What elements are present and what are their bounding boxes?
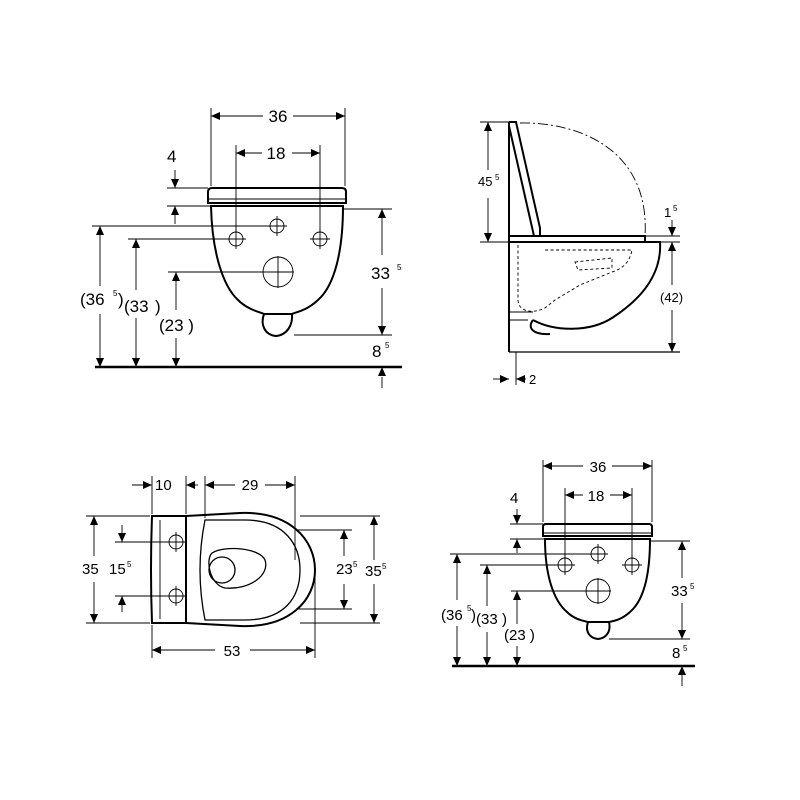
front-view-bottom: 36 18 4 33 5 8 5 (36 5 ) xyxy=(441,459,695,686)
seat-outline xyxy=(542,523,653,537)
height-outlet-label: (23 ) xyxy=(504,627,535,644)
svg-text:): ) xyxy=(471,607,476,624)
svg-text:): ) xyxy=(155,297,161,316)
seat-offset-label: 4 xyxy=(167,147,176,166)
dim-35r-label: 35 xyxy=(365,563,382,580)
height-bolts-label: (33 xyxy=(476,611,498,628)
fixing-hole-bottom-icon xyxy=(165,585,187,607)
dim-35-label: 35 xyxy=(82,561,99,578)
svg-text:5: 5 xyxy=(385,341,390,350)
hole-spacing-label: 18 xyxy=(588,488,605,505)
bowl-height-label: 33 xyxy=(671,583,688,600)
bowl-side xyxy=(512,241,662,330)
outlet-hole-icon xyxy=(585,578,611,604)
outlet-hole-icon xyxy=(262,256,294,288)
svg-text:5: 5 xyxy=(673,204,678,213)
width-label: 36 xyxy=(269,107,288,126)
dim-29-label: 29 xyxy=(242,477,259,494)
dim-15-label: 15 xyxy=(109,561,126,578)
side-view: 45 5 1 5 (42) 2 xyxy=(478,121,683,387)
drain-icon xyxy=(208,556,236,584)
floor-gap-label: 8 xyxy=(672,645,680,662)
top-view: 10 29 35 15 5 23 5 xyxy=(82,476,387,660)
svg-text:): ) xyxy=(118,290,124,309)
seat-hinge-block xyxy=(150,515,187,624)
svg-text:5: 5 xyxy=(113,289,118,298)
height-bolts-label: (33 xyxy=(124,297,149,316)
wall-gap-label: 2 xyxy=(529,372,536,387)
svg-text:5: 5 xyxy=(683,644,688,653)
seat-outline xyxy=(207,187,347,204)
svg-text:5: 5 xyxy=(690,582,695,591)
seat-thickness-label: 1 xyxy=(664,205,671,220)
fixing-hole-top-icon xyxy=(165,531,187,553)
height-outlet-label: (23 ) xyxy=(159,316,194,335)
length-label: 53 xyxy=(224,643,241,660)
dim-23-label: 23 xyxy=(336,561,353,578)
svg-text:5: 5 xyxy=(127,560,132,569)
bowl-inner-top xyxy=(199,519,301,621)
svg-text:5: 5 xyxy=(495,173,500,182)
front-view-top: 36 18 4 33 5 8 5 (36 5 ) xyxy=(80,107,402,388)
svg-text:5: 5 xyxy=(353,560,358,569)
height-total-label: (36 xyxy=(441,607,463,624)
outlet-outline xyxy=(261,313,294,338)
dim-10-label: 10 xyxy=(155,477,172,494)
lid-raised-outline xyxy=(508,121,541,237)
hole-spacing-label: 18 xyxy=(267,144,286,163)
bowl-height-label: 33 xyxy=(371,264,390,283)
floor-gap-label: 8 xyxy=(372,342,381,361)
lid-swing-arc xyxy=(519,122,646,237)
top-hole-icon xyxy=(587,543,609,565)
svg-text:): ) xyxy=(502,611,507,628)
bowl-outline-top xyxy=(185,511,317,628)
hidden-channel xyxy=(517,245,633,312)
svg-text:5: 5 xyxy=(382,562,387,571)
seat-offset-label: 4 xyxy=(510,490,518,507)
width-label: 36 xyxy=(590,459,607,476)
svg-text:5: 5 xyxy=(397,263,402,272)
depth-label: (42) xyxy=(660,290,683,305)
outlet-outline xyxy=(586,621,611,641)
lid-height-label: 45 xyxy=(478,174,492,189)
svg-text:5: 5 xyxy=(467,604,472,613)
height-total-label: (36 xyxy=(80,290,105,309)
bowl-outline xyxy=(543,538,652,623)
